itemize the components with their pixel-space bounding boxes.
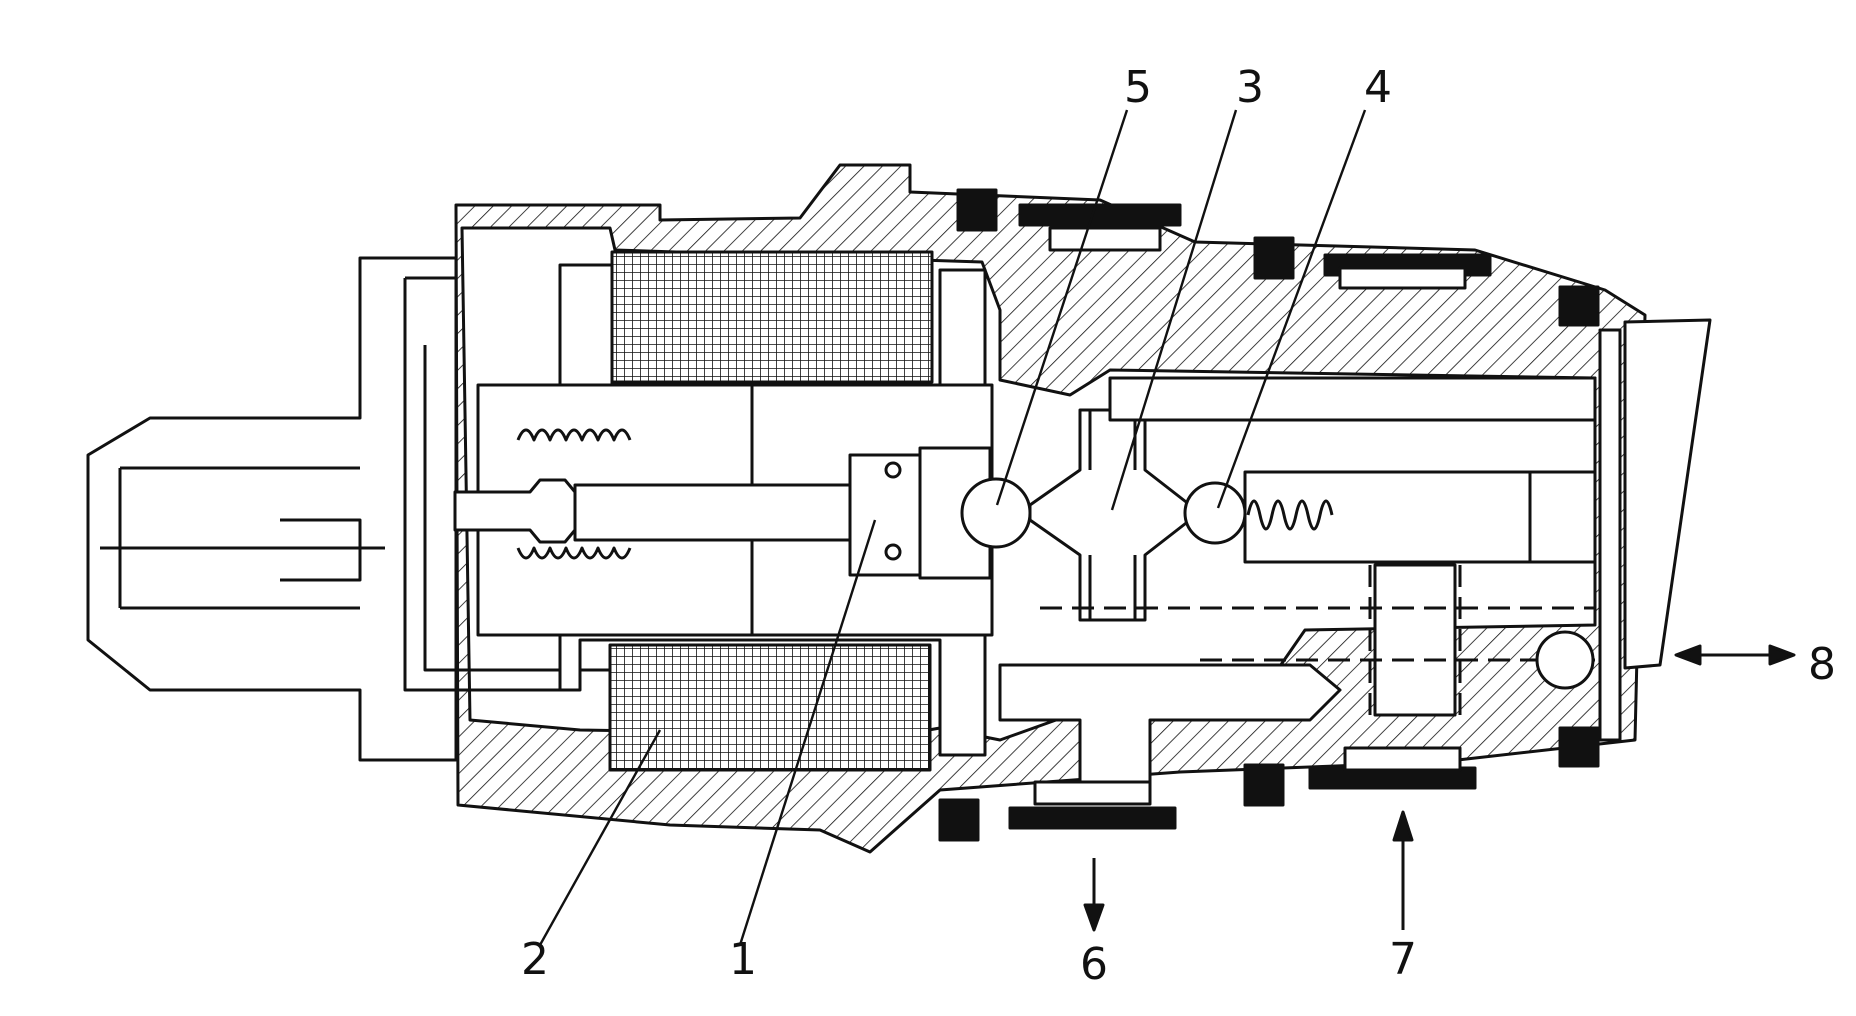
hidden-channel-lines — [1040, 565, 1595, 715]
callout-label-7: 7 — [1389, 934, 1417, 985]
ball-valve-4 — [1183, 481, 1247, 545]
coil-lower — [608, 643, 932, 772]
flow-arrow-7 — [1392, 810, 1414, 930]
seal-bottom-2 — [1008, 806, 1177, 830]
seal-top-5 — [1558, 285, 1600, 327]
callout-label-8: 8 — [1808, 639, 1836, 690]
cross-bore — [1373, 563, 1457, 717]
callout-label-4: 4 — [1364, 62, 1392, 113]
seal-top-2 — [1018, 203, 1182, 227]
drain-ball — [1535, 630, 1595, 690]
leader-line-5 — [995, 109, 1129, 506]
connector-pin — [100, 466, 385, 610]
callout-label-2: 2 — [521, 934, 549, 985]
armature-spring-lower — [516, 546, 632, 560]
seal-top-1 — [956, 188, 998, 232]
end-cap-filter — [1623, 318, 1712, 670]
guide-ball-upper — [884, 461, 902, 479]
leader-line-4 — [1216, 109, 1367, 509]
connector-housing — [86, 256, 458, 762]
plunger-guide — [848, 453, 922, 577]
flow-arrow-8 — [1674, 644, 1796, 666]
guide-ball-lower — [884, 543, 902, 561]
leader-line-2 — [538, 729, 662, 946]
seal-bottom-1 — [938, 798, 980, 842]
leader-line-3 — [1110, 109, 1238, 511]
spring-housing — [1243, 470, 1567, 564]
spring-piston — [1528, 470, 1597, 564]
callout-label-3: 3 — [1236, 62, 1264, 113]
end-cap-plate — [1598, 328, 1622, 742]
flow-arrow-6 — [1083, 858, 1105, 932]
callout-label-1: 1 — [729, 934, 757, 985]
outlet-port-channel — [998, 663, 1342, 792]
seal-bottom-5 — [1558, 726, 1600, 768]
valve-chamber-inner — [1088, 410, 1137, 620]
armature-spring-upper — [516, 428, 632, 442]
seals — [938, 188, 1600, 842]
callout-label-5: 5 — [1124, 62, 1152, 113]
return-spring — [1246, 499, 1334, 531]
seal-bottom-3 — [1243, 763, 1285, 807]
seal-grooves — [1033, 226, 1467, 806]
callout-label-6: 6 — [1080, 939, 1108, 990]
upper-channel — [1108, 376, 1597, 422]
coil-upper — [610, 250, 934, 384]
ball-valve-5 — [960, 477, 1032, 549]
seal-top-3 — [1253, 236, 1295, 280]
leader-line-1 — [738, 519, 877, 946]
